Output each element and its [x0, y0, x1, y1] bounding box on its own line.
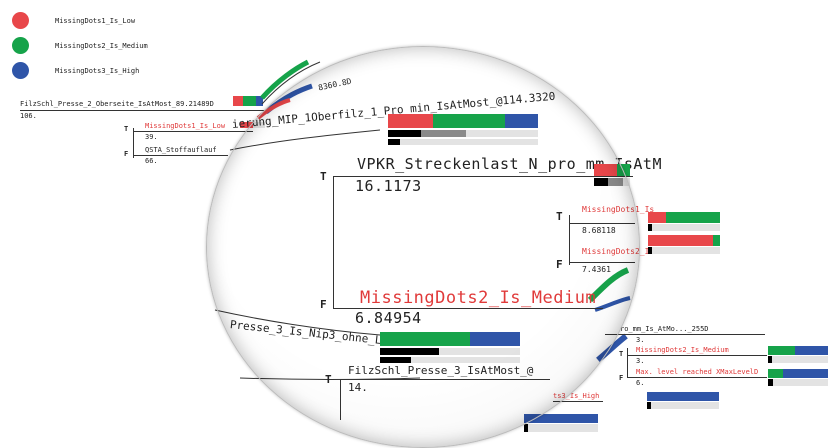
right-leaf-bar-1b — [768, 356, 828, 363]
right-node-line — [605, 334, 765, 335]
right-leaf-bar-2 — [768, 369, 828, 378]
medium-node-value: 6.84954 — [355, 309, 422, 327]
right-branch-f: F — [619, 374, 624, 382]
right-node-value: 3. — [636, 336, 645, 344]
legend-item-high: MissingDots3_Is_High — [12, 58, 148, 83]
vpkr-branch-t: T — [320, 170, 327, 183]
right-leaf2-line — [627, 377, 767, 378]
legend-swatch-green — [12, 37, 29, 54]
vpkr-sub-t: T — [556, 210, 563, 223]
root-branch-t: T — [124, 125, 129, 133]
leaf-low-small-line — [569, 223, 635, 224]
filz3-node-label[interactable]: FilzSchl_Presse_3_IsAtMost_@ — [348, 364, 534, 377]
root-node-value: 106. — [20, 112, 37, 120]
right-leaf1-line — [627, 355, 767, 356]
qsta-node-line — [133, 155, 228, 156]
leaf-medium-small-label[interactable]: MissingDots2_Is — [582, 247, 655, 256]
vpkr-sub-branch-line — [569, 215, 570, 265]
right-bar-2 — [648, 235, 720, 246]
right-bar-1b — [648, 224, 720, 231]
leaf-high-small-line — [553, 401, 603, 402]
vpkr-sub-f: F — [556, 258, 563, 271]
leaf-low-value: 39. — [145, 133, 158, 141]
vpkr-branch-f: F — [320, 298, 327, 311]
vpkr-node-bar — [594, 164, 630, 176]
vpkr-node-line — [333, 176, 633, 177]
arc-red — [256, 98, 291, 120]
leaf-low-label[interactable]: MissingDots1_Is_Low — [145, 122, 226, 130]
arc-green — [260, 59, 310, 100]
qsta-node-label[interactable]: QSTA_Stoffauflauf — [145, 146, 217, 154]
vpkr-node-value: 16.1173 — [355, 177, 422, 195]
filz3-node-value: 14. — [348, 381, 368, 394]
presse3-branch-line — [340, 380, 341, 420]
oberfilz-node-bar-2 — [388, 130, 538, 137]
arc-right — [587, 267, 630, 303]
legend-item-medium: MissingDots2_Is_Medium — [12, 33, 148, 58]
arc-line — [261, 61, 321, 105]
leaf-medium-small-line — [569, 262, 635, 263]
root-branch-f: F — [124, 150, 129, 158]
right-bar-2b — [648, 247, 720, 254]
arc-lower — [214, 309, 381, 336]
legend-label: MissingDots2_Is_Medium — [55, 41, 148, 50]
vpkr-node-bar-2 — [594, 178, 630, 186]
right-leaf2-value: 6. — [636, 379, 645, 387]
arc-lower2 — [239, 377, 421, 380]
leaf-low-bar — [240, 122, 265, 128]
leaf-low-small-label[interactable]: MissingDots1_Is — [582, 205, 655, 214]
medium-node-line — [333, 308, 603, 309]
vpkr-node-label[interactable]: VPKR_Streckenlast_N_pro_mm_IsAtM — [357, 155, 662, 173]
root-node-line — [20, 110, 265, 111]
presse3-node-bar-3 — [380, 357, 520, 363]
root-node-bar — [233, 96, 263, 106]
right-low-bar — [647, 392, 719, 401]
presse3-node-bar-2 — [380, 348, 520, 355]
legend-label: MissingDots3_Is_High — [55, 66, 140, 75]
legend-label: MissingDots1_Is_Low — [55, 16, 136, 25]
presse3-branch-t: T — [325, 373, 332, 386]
legend-swatch-blue — [12, 62, 29, 79]
qsta-node-value: 66. — [145, 157, 158, 165]
right-leaf-bar-2b — [768, 379, 828, 386]
medium-node-label[interactable]: MissingDots2_Is_Medium — [360, 288, 597, 308]
leaf-low-line — [133, 131, 253, 132]
leaf-medium-small-value: 7.4361 — [582, 265, 611, 274]
root-node-label[interactable]: FilzSchl_Presse_2_Oberseite_IsAtMost_89.… — [20, 100, 214, 108]
right-leaf2-label[interactable]: Max. level reached XMaxLevelD — [636, 368, 759, 376]
right-leaf1-value: 3. — [636, 357, 645, 365]
right-branch-line — [627, 348, 628, 378]
right-leaf-bar-1 — [768, 346, 828, 355]
leaf-high-small-bar — [524, 414, 598, 423]
arc-right3 — [596, 333, 628, 363]
oberfilz-node-bar — [388, 114, 538, 128]
arc-branch — [229, 129, 381, 151]
vpkr-branch-line — [333, 176, 334, 308]
leaf-high-small-bar-2 — [524, 424, 598, 432]
root-branch-line — [133, 128, 134, 158]
presse3-node-bar — [380, 332, 520, 346]
legend-item-low: MissingDots1_Is_Low — [12, 8, 148, 33]
legend-swatch-red — [12, 12, 29, 29]
oberfilz-node-bar-3 — [388, 139, 538, 145]
right-node-label[interactable]: ro_mm_Is_AtMo..._255D — [620, 325, 709, 333]
legend: MissingDots1_Is_Low MissingDots2_Is_Medi… — [12, 8, 148, 83]
right-low-bar-2 — [647, 402, 719, 409]
right-branch-t: T — [619, 350, 624, 358]
right-bar-1 — [648, 212, 720, 223]
leaf-high-small-label[interactable]: ts3_Is_High — [553, 392, 600, 400]
filz3-node-line — [340, 379, 550, 380]
leaf-low-small-value: 8.68118 — [582, 226, 616, 235]
right-leaf1-label[interactable]: MissingDots2_Is_Medium — [636, 346, 729, 354]
fisheye-arcs — [214, 59, 631, 380]
